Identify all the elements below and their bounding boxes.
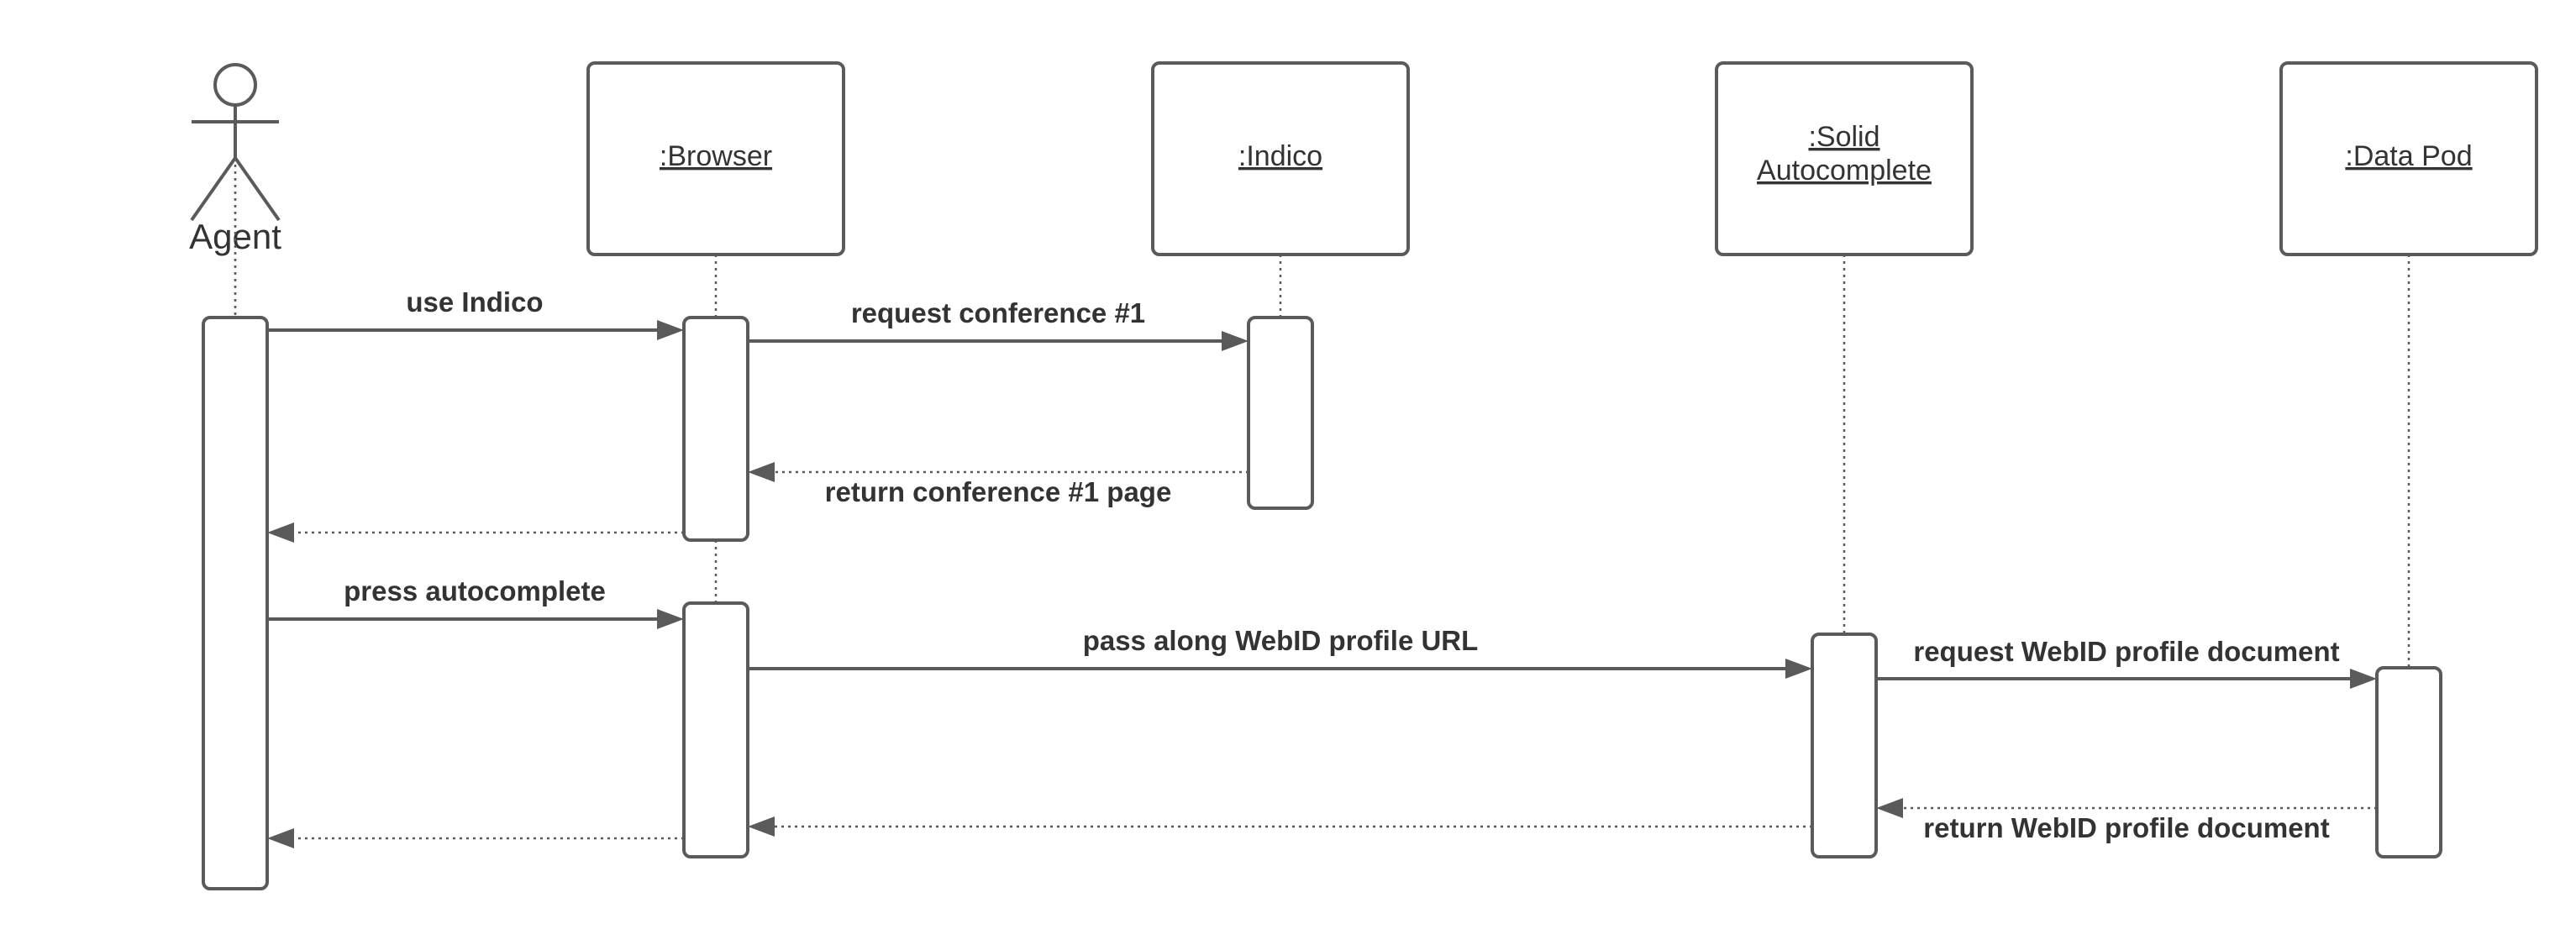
activation-data-pod: [2375, 666, 2442, 858]
message-pass-webid-url: pass along WebID profile URL: [748, 625, 1812, 679]
arrow-head: [1785, 659, 1812, 679]
message-request-webid-doc: request WebID profile document: [1876, 636, 2377, 689]
message-label: request WebID profile document: [1913, 636, 2339, 667]
participant-name: :Browser: [660, 140, 772, 172]
message-label: pass along WebID profile URL: [1083, 625, 1479, 656]
participant-browser: :Browser: [586, 61, 845, 256]
message-label: press autocomplete: [344, 575, 606, 606]
activation-browser-2: [682, 601, 749, 858]
message-return-conference-page: return conference #1 page: [748, 462, 1249, 507]
actor-name: Agent: [189, 217, 281, 256]
participant-name-line-2: Autocomplete: [1757, 155, 1932, 186]
actor-head: [213, 63, 257, 107]
activation-browser-1: [682, 316, 749, 542]
arrow-head: [267, 522, 294, 543]
participant-name: :Data Pod: [2345, 140, 2472, 172]
arrow-head: [748, 816, 775, 837]
arrow-head: [2350, 669, 2377, 689]
activation-indico: [1247, 316, 1314, 510]
message-return-webid-doc: return WebID profile document: [1876, 798, 2377, 843]
arrow-head: [657, 609, 684, 629]
message-use-indico: use Indico: [267, 286, 684, 340]
actor-agent: Agent: [189, 63, 281, 256]
activation-solid-autocomplete: [1811, 633, 1878, 858]
arrow-head: [267, 828, 294, 848]
message-label: request conference #1: [851, 297, 1145, 328]
arrow-head: [657, 320, 684, 340]
activation-agent: [202, 316, 269, 890]
participant-name-line-1: :Solid: [1808, 121, 1879, 153]
arrow-head: [1876, 798, 1903, 818]
actor-right-leg: [234, 156, 281, 222]
participant-name: :Indico: [1238, 140, 1322, 172]
message-label: return conference #1 page: [825, 476, 1172, 507]
arrow-head: [748, 462, 775, 482]
message-press-autocomplete: press autocomplete: [267, 575, 684, 629]
participant-data-pod: :Data Pod: [2279, 61, 2538, 256]
arrow-head: [1222, 331, 1249, 351]
message-return-to-browser: [748, 816, 1812, 837]
participant-solid-autocomplete: :Solid Autocomplete: [1715, 61, 1974, 256]
message-label: use Indico: [406, 286, 543, 318]
participant-indico: :Indico: [1151, 61, 1410, 256]
message-label: return WebID profile document: [1923, 812, 2329, 843]
message-return-to-agent-2: [267, 828, 684, 848]
message-request-conference: request conference #1: [748, 297, 1249, 351]
message-return-to-agent-1: [267, 522, 684, 543]
actor-left-leg: [190, 156, 237, 222]
